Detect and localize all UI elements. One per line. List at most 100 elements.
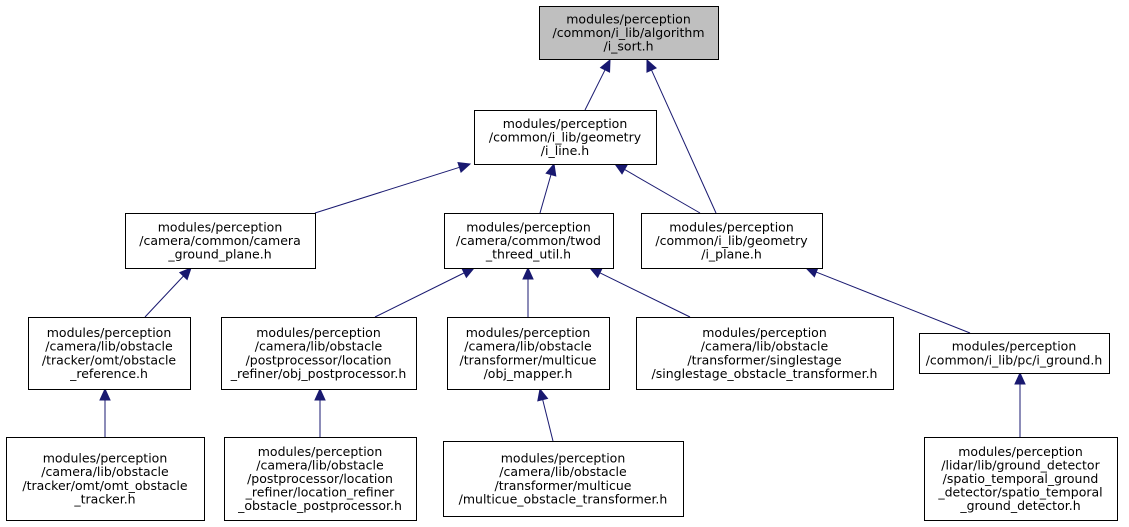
arrowhead: [314, 387, 326, 401]
edge-twod_threed_util-to-i_line: [539, 162, 557, 214]
node-label-line: /camera/lib/obstacle: [45, 339, 173, 354]
node-label-line: _obstacle_postprocessor.h: [237, 498, 402, 513]
node-box: [919, 333, 1110, 374]
node-box: [447, 317, 610, 390]
edge-line: [542, 399, 554, 442]
node-i_plane[interactable]: modules/perception/common/i_lib/geometry…: [641, 213, 823, 269]
node-label-line: /camera/lib/obstacle: [255, 339, 383, 354]
arrowhead: [646, 58, 657, 73]
node-label-line: modules/perception: [256, 325, 381, 340]
node-label-line: /i_sort.h: [603, 39, 653, 54]
node-label-line: /common/i_lib/geometry: [655, 233, 808, 248]
edges-layer: [99, 58, 1026, 442]
node-label-line: /camera/lib/obstacle: [41, 464, 169, 479]
edge-obstacle_reference-to-camera_ground_plane: [144, 267, 192, 318]
node-label-line: /i_line.h: [541, 143, 589, 158]
node-label-line: /postprocessor/location: [246, 352, 392, 367]
node-label-line: /lidar/lib/ground_detector: [941, 457, 1100, 472]
node-box: [474, 110, 657, 165]
arrowhead: [457, 161, 472, 173]
edge-line: [374, 272, 465, 318]
arrowhead: [99, 387, 111, 401]
edge-i_plane-to-i_line: [613, 163, 701, 214]
node-label-line: _ground_detector.h: [959, 498, 1080, 513]
node-label-line: modules/perception: [958, 444, 1083, 459]
node-twod_threed_util[interactable]: modules/perception/camera/common/twod_th…: [444, 213, 614, 269]
node-label-line: /camera/lib/obstacle: [256, 457, 384, 472]
edge-multicue_transformer-to-obj_mapper: [537, 387, 554, 442]
node-box: [224, 437, 417, 521]
arrowhead: [537, 387, 549, 402]
node-label-line: /camera/lib/obstacle: [464, 339, 592, 354]
edge-line: [314, 166, 460, 214]
node-label-line: /camera/lib/obstacle: [499, 464, 627, 479]
node-label-line: _reference.h: [69, 366, 148, 381]
node-label-line: _refiner/obj_postprocessor.h: [230, 366, 407, 381]
node-i_sort[interactable]: modules/perception/common/i_lib/algorith…: [539, 6, 719, 60]
edge-i_plane-to-i_sort: [646, 58, 717, 214]
edge-spatio_temporal_ground_detector-to-i_ground: [1014, 371, 1026, 437]
node-box: [444, 213, 614, 269]
edge-obj_postprocessor-to-twod_threed_util: [374, 267, 476, 318]
node-label-line: modules/perception: [501, 451, 626, 466]
node-label-line: /common/i_lib/pc/i_ground.h: [926, 352, 1103, 367]
node-obj_mapper[interactable]: modules/perception/camera/lib/obstacle/t…: [447, 317, 610, 390]
edge-line: [651, 69, 717, 214]
edge-camera_ground_plane-to-i_line: [314, 161, 472, 214]
node-box: [221, 317, 417, 390]
edge-singlestage_transformer-to-twod_threed_util: [588, 267, 691, 318]
node-spatio_temporal_ground_detector[interactable]: modules/perception/lidar/lib/ground_dete…: [924, 437, 1118, 521]
node-label-line: /spatio_temporal_ground: [943, 471, 1099, 486]
node-label-line: modules/perception: [503, 116, 628, 131]
node-box: [6, 437, 205, 521]
edge-line: [144, 275, 184, 318]
node-label-line: /postprocessor/location: [247, 471, 393, 486]
arrowhead: [178, 267, 192, 281]
node-label-line: modules/perception: [47, 325, 172, 340]
node-label-line: /transformer/singlestage: [687, 352, 842, 367]
node-label-line: _threed_util.h: [485, 247, 571, 262]
edge-i_line-to-i_sort: [584, 58, 611, 111]
edge-i_ground-to-i_plane: [804, 266, 971, 334]
edge-line: [599, 272, 691, 318]
node-multicue_transformer[interactable]: modules/perception/camera/lib/obstacle/t…: [443, 441, 684, 517]
node-box: [28, 317, 191, 390]
node-singlestage_transformer[interactable]: modules/perception/camera/lib/obstacle/t…: [636, 317, 894, 390]
node-location_refiner_postprocessor[interactable]: modules/perception/camera/lib/obstacle/p…: [224, 437, 417, 521]
node-label-line: /transformer/multicue: [495, 478, 632, 493]
node-label-line: /tracker/omt/omt_obstacle: [22, 478, 188, 493]
node-label-line: /common/i_lib/algorithm: [552, 25, 704, 40]
node-camera_ground_plane[interactable]: modules/perception/camera/common/camera_…: [125, 213, 316, 269]
node-i_ground[interactable]: modules/perception/common/i_lib/pc/i_gro…: [919, 333, 1110, 374]
node-label-line: modules/perception: [466, 219, 591, 234]
node-label-line: /multicue_obstacle_transformer.h: [459, 491, 668, 506]
arrowhead: [588, 267, 603, 279]
arrowhead: [522, 266, 534, 280]
node-box: [924, 437, 1118, 521]
node-label-line: _refiner/location_refiner: [245, 485, 396, 500]
node-box: [125, 213, 316, 269]
node-obstacle_reference[interactable]: modules/perception/camera/lib/obstacle/t…: [28, 317, 191, 390]
node-label-line: /singlestage_obstacle_transformer.h: [652, 366, 878, 381]
edge-obj_mapper-to-twod_threed_util: [522, 266, 534, 317]
arrowhead: [461, 267, 476, 279]
node-label-line: _tracker.h: [73, 491, 135, 506]
node-obj_postprocessor[interactable]: modules/perception/camera/lib/obstacle/p…: [221, 317, 417, 390]
edge-line: [539, 174, 552, 214]
nodes-layer: modules/perception/common/i_lib/algorith…: [6, 6, 1118, 521]
node-box: [539, 6, 719, 60]
node-label-line: /camera/common/twod: [456, 233, 601, 248]
node-box: [443, 441, 684, 517]
node-omt_obstacle_tracker[interactable]: modules/perception/camera/lib/obstacle/t…: [6, 437, 205, 521]
node-label-line: /tracker/omt/obstacle: [42, 352, 177, 367]
node-label-line: _ground_plane.h: [167, 247, 271, 262]
edge-line: [816, 271, 971, 334]
arrowhead: [545, 162, 557, 177]
node-label-line: /camera/lib/obstacle: [701, 339, 829, 354]
node-i_line[interactable]: modules/perception/common/i_lib/geometry…: [474, 110, 657, 165]
node-label-line: /i_plane.h: [701, 247, 762, 262]
node-label-line: /camera/common/camera: [139, 233, 300, 248]
node-label-line: /common/i_lib/geometry: [489, 130, 642, 145]
edge-location_refiner_postprocessor-to-obj_postprocessor: [314, 387, 326, 437]
edge-line: [584, 69, 606, 111]
